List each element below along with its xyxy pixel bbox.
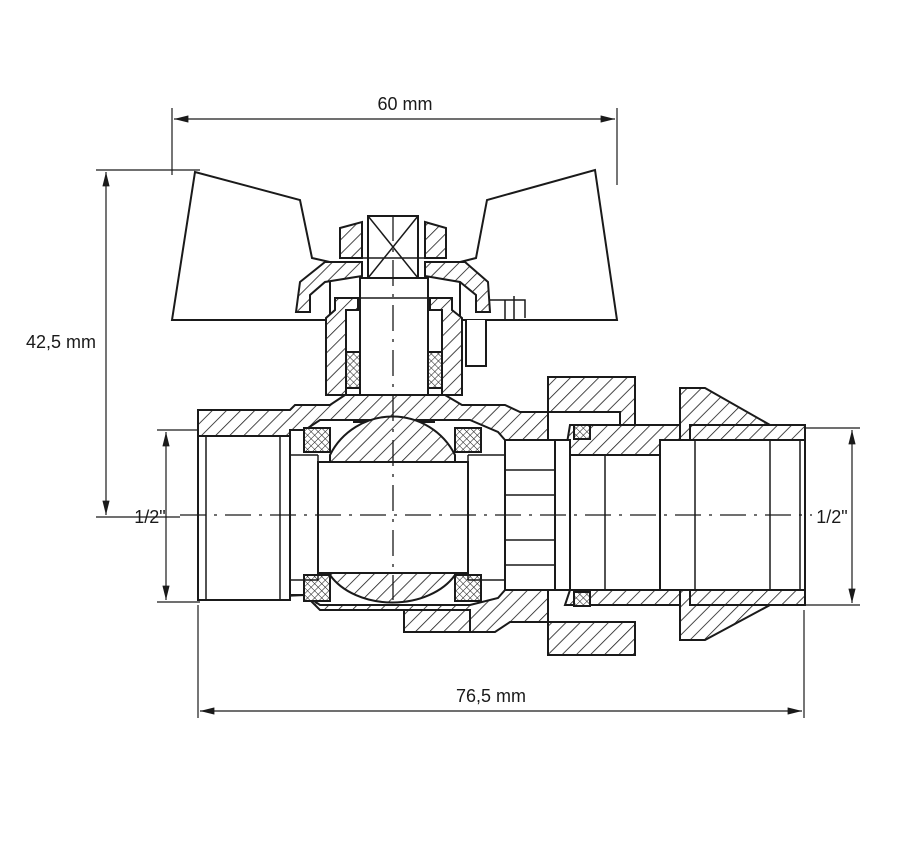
dimension-right-thread: 1/2" [804,427,860,606]
height-label: 42,5 mm [26,332,96,352]
dimension-length: 76,5 mm [197,605,805,718]
length-label: 76,5 mm [456,686,526,706]
dimension-left-thread: 1/2" [134,429,200,603]
dimension-height: 42,5 mm [26,169,200,518]
width-label: 60 mm [377,94,432,114]
right-thread-label: 1/2" [816,507,847,527]
left-thread-label: 1/2" [134,507,165,527]
butterfly-handle [170,168,619,367]
union-nut [504,376,806,656]
dimension-width: 60 mm [171,94,618,185]
valve-body [197,394,549,633]
